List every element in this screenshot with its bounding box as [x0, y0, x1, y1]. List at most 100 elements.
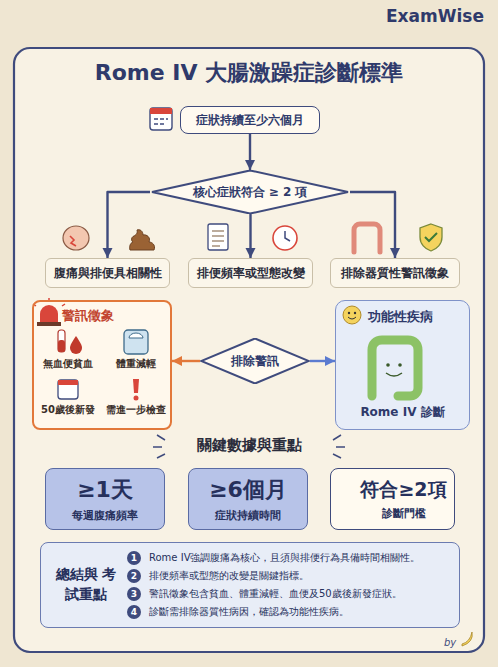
- exclamation-icon: [133, 379, 139, 401]
- clock-icon: [273, 226, 297, 250]
- warning-item: 50歲後新發: [36, 402, 100, 418]
- node-text: 診斷門檻: [382, 507, 426, 521]
- functional-panel-ground: [335, 300, 470, 430]
- blood-icon: [58, 330, 82, 354]
- callout-number: 1: [127, 551, 141, 565]
- exclamation-icon: [133, 379, 139, 393]
- smiley-icon: [343, 306, 361, 324]
- node-text: 50歲後新發: [37, 403, 99, 417]
- smiley-icon: [354, 312, 356, 314]
- criterion-box: 腹痛與排便具相關性: [45, 258, 170, 288]
- title: Rome IV 大腸激躁症診斷標準: [0, 58, 498, 88]
- callout-number: 4: [127, 605, 141, 619]
- warning-item: 需進一步檢查: [104, 402, 168, 418]
- node-heading: 符合≥2項: [360, 477, 446, 503]
- colon-icon: [354, 224, 380, 252]
- node-text: 每週腹痛頻率: [72, 509, 138, 523]
- stool-icon: [130, 230, 155, 250]
- shield-icon: [420, 224, 442, 251]
- process-box: 症狀持續至少六個月: [180, 106, 320, 134]
- colon-illustration: [372, 340, 418, 396]
- functional-panel-ground: [335, 300, 470, 430]
- node-text: 排便頻率或型態改變: [197, 265, 305, 282]
- warning-item: 體重減輕: [104, 356, 168, 372]
- frame: [14, 48, 484, 652]
- connector-arrow: [249, 134, 251, 170]
- warning-panel-ground: [32, 300, 172, 430]
- stat-box: 符合≥2項診斷門檻: [330, 468, 455, 530]
- banana-icon: [462, 632, 472, 646]
- blood-icon: [58, 330, 65, 352]
- smiley-icon: [348, 312, 350, 314]
- banana-icon: [462, 632, 472, 646]
- summary-box: 總結與 考試重點 1 Rome IV強調腹痛為核心，且須與排便行為具備時間相關性。 2…: [40, 542, 460, 628]
- colon-illustration: [398, 363, 402, 367]
- diamond-shape: [201, 338, 309, 383]
- node-text: 體重減輕: [105, 357, 167, 371]
- node-heading: 功能性疾病: [342, 308, 463, 326]
- node-heading: 總結與 考試重點: [49, 565, 123, 604]
- functional-panel: 功能性疾病Rome IV 診斷: [335, 300, 470, 430]
- brand-label: ExamWise: [386, 6, 484, 26]
- siren-icon: [33, 298, 65, 326]
- notepad-icon: [212, 231, 224, 246]
- node-text: 症狀持續至少六個月: [196, 112, 304, 129]
- colon-illustration: [372, 340, 418, 396]
- clock-icon: [273, 226, 297, 250]
- callout-number: 2: [127, 569, 141, 583]
- calendar-icon: [150, 108, 172, 130]
- smiley-icon: [348, 317, 356, 319]
- calendar-icon: [150, 108, 172, 130]
- stat-box: ≥1天每週腹痛頻率: [45, 468, 165, 530]
- stat-box: ≥6個月症狀持續時間: [188, 468, 308, 530]
- connector-arrow: [172, 360, 200, 362]
- connector-arrow: [249, 214, 251, 258]
- section-heading: 關鍵數據與重點: [0, 436, 498, 455]
- abdomen-icon: [70, 236, 76, 246]
- calendar-icon: [58, 380, 78, 399]
- shield-icon: [420, 224, 442, 251]
- notepad-icon: [208, 224, 228, 250]
- colon-illustration: [386, 363, 390, 367]
- warning-panel-ground: [32, 300, 172, 430]
- frame: [14, 48, 484, 652]
- signature: by: [444, 637, 456, 648]
- node-text: 需進一步檢查: [105, 403, 167, 417]
- clock-icon: [285, 231, 290, 241]
- scale-icon: [124, 330, 148, 354]
- node-text: 症狀持續時間: [215, 509, 281, 523]
- decision-diamond: 排除警訊: [200, 338, 310, 384]
- calendar-icon: [58, 380, 78, 385]
- connector-arrow: [350, 192, 395, 258]
- summary-item: Rome IV強調腹痛為核心，且須與排便行為具備時間相關性。: [149, 551, 451, 565]
- smiley-icon: [343, 306, 361, 324]
- callout-number: 3: [127, 587, 141, 601]
- node-heading: ≥6個月: [209, 475, 287, 505]
- exclamation-icon: [134, 396, 139, 401]
- node-heading: ≥1天: [77, 475, 133, 505]
- shield-icon: [425, 233, 437, 241]
- scale-icon: [129, 333, 143, 338]
- abdomen-icon: [63, 226, 89, 250]
- abdomen-icon: [63, 226, 89, 250]
- node-text: 核心症狀符合 ≥ 2 項: [193, 184, 308, 201]
- node-text: 無血便貧血: [37, 357, 99, 371]
- node-text: 腹痛與排便具相關性: [54, 265, 162, 282]
- calendar-icon: [154, 119, 168, 124]
- summary-item: 排便頻率或型態的改變是關鍵指標。: [149, 569, 451, 583]
- siren-icon: [40, 305, 58, 322]
- calendar-icon: [150, 108, 172, 114]
- node-text: 排除警訊: [231, 353, 279, 370]
- criterion-box: 排便頻率或型態改變: [188, 258, 313, 288]
- notepad-icon: [208, 224, 228, 250]
- warning-panel: 警訊徵象無血便貧血體重減輕 50歲後新發需進一步檢查: [32, 300, 172, 430]
- siren-icon: [37, 322, 61, 326]
- summary-item: 警訊徵象包含貧血、體重減輕、血便及50歲後新發症狀。: [149, 587, 451, 601]
- connector-arrow: [310, 360, 335, 362]
- node-text: 排除器質性警訊徵象: [341, 265, 449, 282]
- criterion-box: 排除器質性警訊徵象: [330, 258, 460, 288]
- colon-icon: [354, 224, 380, 252]
- node-text: 警訊徵象: [62, 307, 166, 325]
- calendar-icon: [58, 380, 78, 399]
